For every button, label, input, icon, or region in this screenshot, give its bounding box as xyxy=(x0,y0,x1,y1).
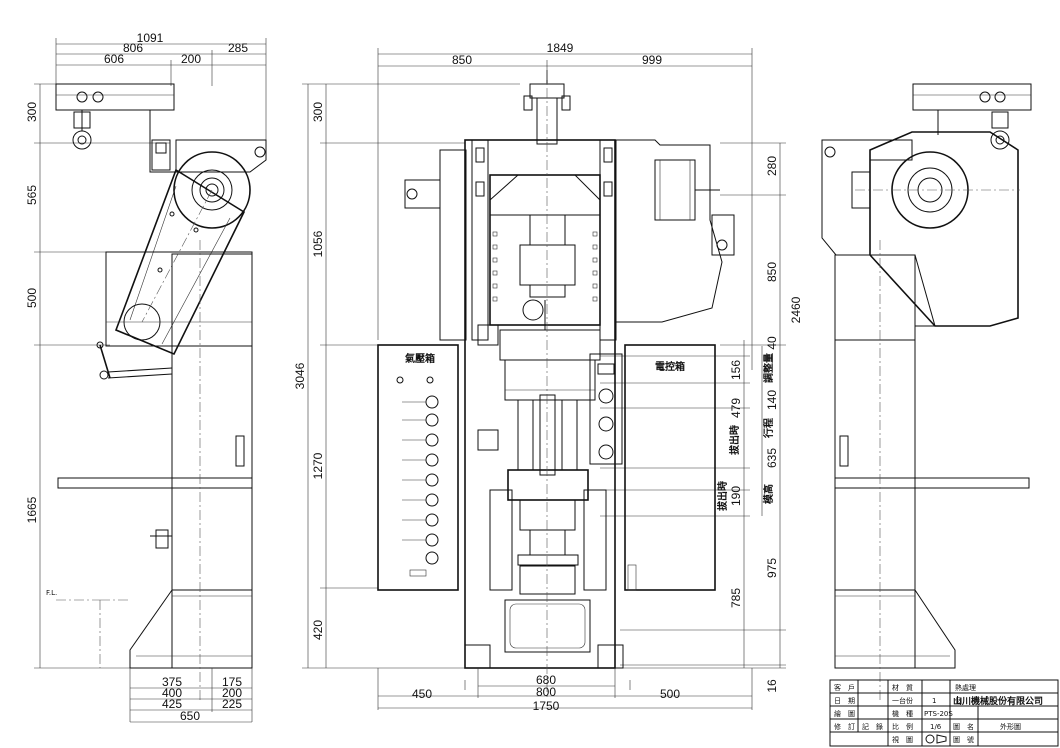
tb-name-label: 圖 名 xyxy=(953,722,974,731)
dim-450: 450 xyxy=(412,687,432,701)
tb-drawn: 繪 圖 xyxy=(834,709,855,718)
dim-420: 420 xyxy=(311,620,325,640)
dim-850-top: 850 xyxy=(452,53,472,67)
dim-3046: 3046 xyxy=(293,362,307,389)
dim-16: 16 xyxy=(765,679,779,693)
tb-material: 材 質 xyxy=(892,683,913,692)
tb-model-label: 機 種 xyxy=(892,709,913,718)
tb-model: PTS-20S xyxy=(924,710,953,718)
tb-company: 山川機械股份有限公司 xyxy=(953,695,1043,707)
dim-565: 565 xyxy=(25,185,39,205)
label-die-height: 模高 xyxy=(762,484,775,504)
dim-140: 140 xyxy=(765,390,779,410)
front-view: 1849 850 999 300 1056 3046 1270 420 280 … xyxy=(293,41,803,713)
tb-revision: 修 訂 記 錄 xyxy=(834,722,883,731)
projection-cone-icon xyxy=(936,734,947,744)
dim-635: 635 xyxy=(765,448,779,468)
tb-view-label: 視 圖 xyxy=(892,735,913,744)
label-adjustment: 調整量 xyxy=(762,353,775,383)
tb-drawing-name: 外形圖 xyxy=(1000,722,1021,731)
dim-1750: 1750 xyxy=(533,699,560,713)
dim-785: 785 xyxy=(729,588,743,608)
electric-box-label: 電控箱 xyxy=(655,360,685,373)
dim-1091: 1091 xyxy=(137,31,164,45)
title-block: 客 戶 材 質 熱處理 日 期 一台份 1 個 山川機械股份有限公司 繪 圖 機… xyxy=(829,679,1059,747)
dim-1849: 1849 xyxy=(547,41,574,55)
dim-200-bottom: 200 xyxy=(222,686,242,700)
dim-1056: 1056 xyxy=(311,230,325,257)
dim-806: 806 xyxy=(123,41,143,55)
tb-qty-label: 一台份 xyxy=(892,696,913,705)
floor-line-label: F.L. xyxy=(46,589,57,597)
projection-icon xyxy=(925,734,935,744)
right-side-view xyxy=(821,83,1032,700)
dim-680: 680 xyxy=(536,673,556,687)
dim-606: 606 xyxy=(104,52,124,66)
dim-800: 800 xyxy=(536,685,556,699)
dim-40: 40 xyxy=(765,336,779,350)
dim-285: 285 xyxy=(228,41,248,55)
dim-1270: 1270 xyxy=(311,452,325,479)
label-ejection-1: 拔出時 xyxy=(728,425,741,455)
dim-280: 280 xyxy=(765,156,779,176)
air-box-label: 氣壓箱 xyxy=(405,352,435,365)
dim-225: 225 xyxy=(222,697,242,711)
dim-975: 975 xyxy=(765,558,779,578)
dim-999: 999 xyxy=(642,53,662,67)
tb-unit: 個 xyxy=(955,696,962,705)
dim-1665: 1665 xyxy=(25,496,39,523)
tb-scale-label: 比 例 xyxy=(892,722,913,731)
dim-425: 425 xyxy=(162,697,182,711)
dim-190: 190 xyxy=(729,486,743,506)
label-stroke: 行程 xyxy=(762,418,775,439)
dim-2460: 2460 xyxy=(789,296,803,323)
label-ejection-2: 拔出時 xyxy=(716,481,729,511)
tb-scale: 1/6 xyxy=(930,723,942,731)
tb-heat: 熱處理 xyxy=(955,683,976,692)
dim-479: 479 xyxy=(729,398,743,418)
tb-qty: 1 xyxy=(932,697,936,705)
dim-300-left: 300 xyxy=(25,102,39,122)
dim-300-front: 300 xyxy=(311,102,325,122)
dim-400: 400 xyxy=(162,686,182,700)
tb-date: 日 期 xyxy=(834,697,855,705)
tb-customer: 客 戶 xyxy=(834,683,855,692)
dim-650: 650 xyxy=(180,709,200,723)
dim-175: 175 xyxy=(222,675,242,689)
dim-200: 200 xyxy=(181,52,201,66)
dim-500-bottom: 500 xyxy=(660,687,680,701)
tb-number-label: 圖 號 xyxy=(953,735,974,744)
dim-375: 375 xyxy=(162,675,182,689)
dim-156: 156 xyxy=(729,360,743,380)
dim-500: 500 xyxy=(25,288,39,308)
left-side-view: 1091 806 285 606 200 300 565 500 1665 xyxy=(25,31,267,723)
dim-850-right: 850 xyxy=(765,262,779,282)
